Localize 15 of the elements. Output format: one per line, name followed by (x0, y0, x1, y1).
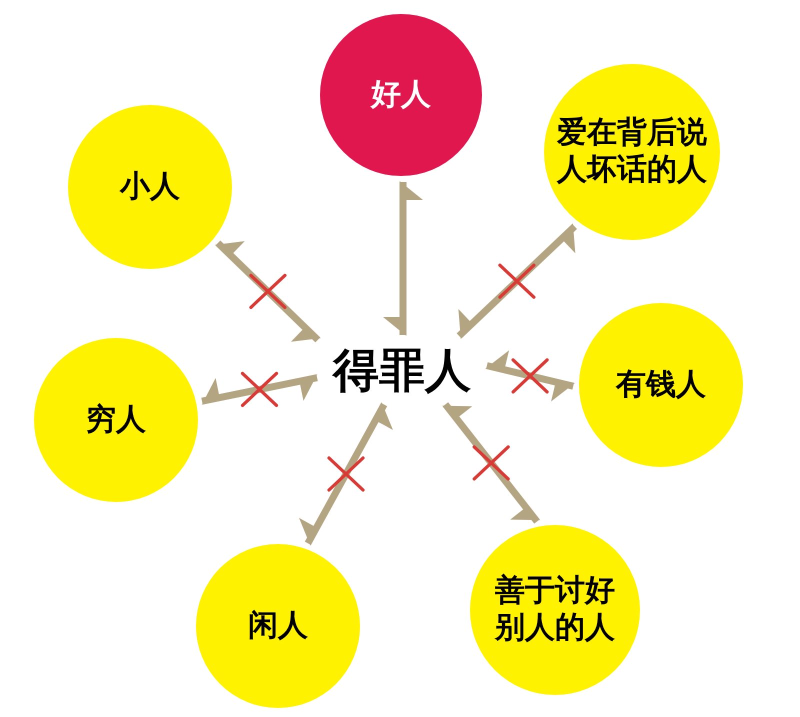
double-arrow (383, 181, 423, 336)
double-arrow (299, 402, 393, 546)
node-label: 好人 (371, 76, 431, 114)
center-label: 得罪人 (333, 342, 471, 398)
node-label: 穷人 (86, 402, 146, 438)
node-label: 闲人 (248, 608, 308, 644)
node-label: 小人 (120, 168, 180, 206)
double-arrow (201, 374, 318, 405)
node-label: 善于讨好别人的人 (494, 573, 616, 647)
double-arrow (485, 350, 575, 402)
double-arrow (456, 223, 578, 340)
node-label: 有钱人 (616, 366, 706, 404)
double-arrow (214, 240, 321, 342)
node-label: 爱在背后说人坏话的人 (556, 115, 708, 189)
double-arrow (442, 402, 540, 524)
